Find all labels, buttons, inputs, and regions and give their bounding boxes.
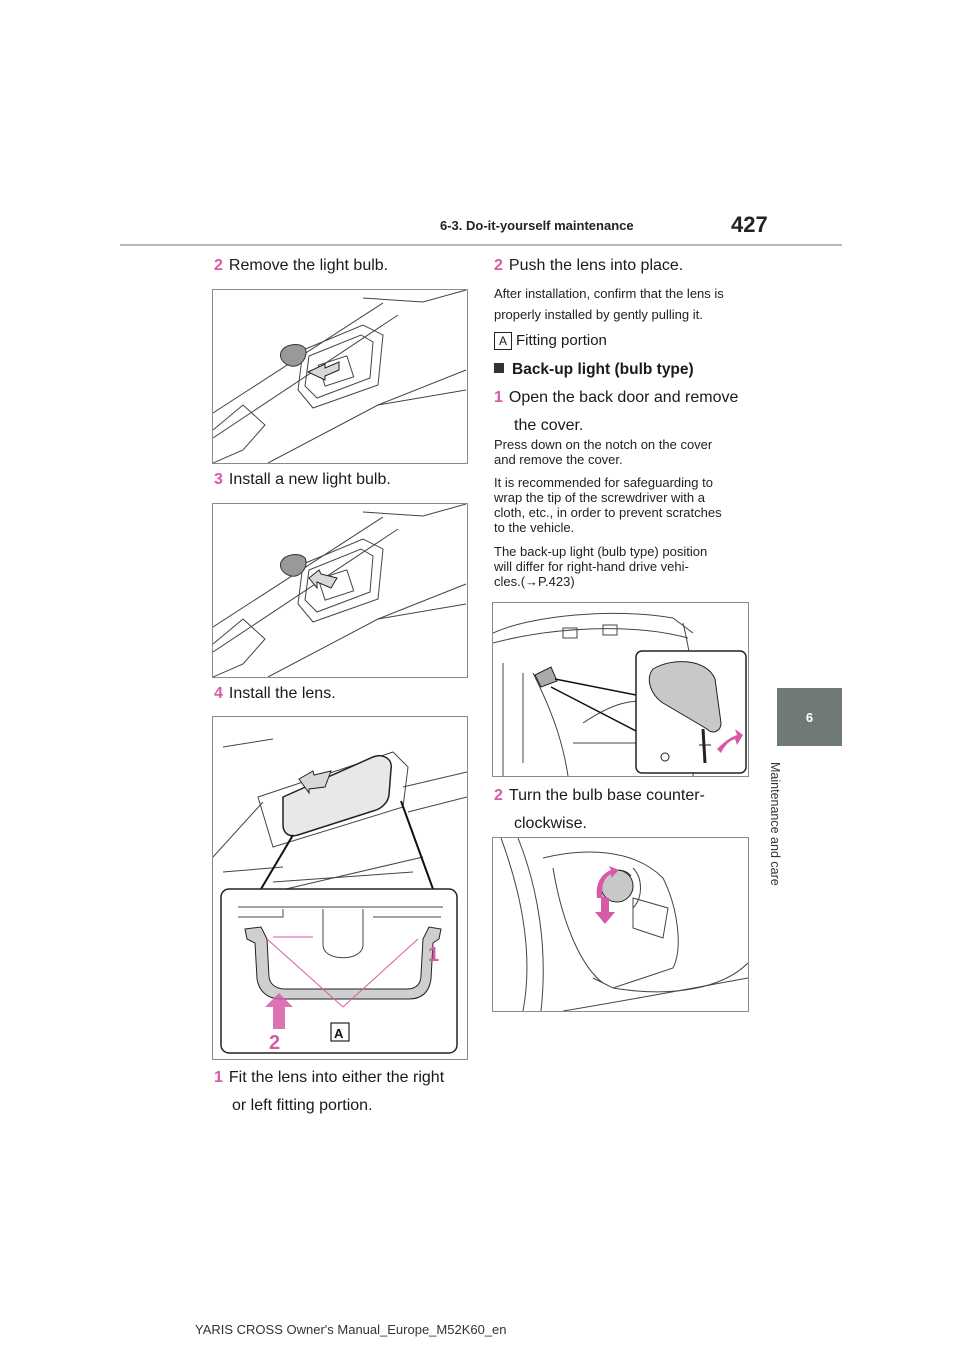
step-number: 1 bbox=[494, 389, 503, 406]
step-text-line2: or left fitting portion. bbox=[232, 1097, 373, 1114]
page-number: 427 bbox=[731, 212, 768, 237]
step-number: 4 bbox=[214, 685, 223, 702]
step-install-lens: 4 Install the lens. bbox=[214, 682, 336, 706]
step-text-line1: Fit the lens into either the right bbox=[228, 1069, 445, 1086]
note-line: will differ for right-hand drive vehi- bbox=[494, 559, 689, 574]
figure-install-lens: 1 2 A bbox=[212, 716, 468, 1060]
note-position-differs: The back-up light (bulb type) position w… bbox=[494, 544, 707, 589]
header-divider bbox=[120, 244, 842, 246]
step-open-back-door: 1 Open the back door and remove the cover… bbox=[494, 386, 738, 438]
note-confirm-lens: After installation, confirm that the len… bbox=[494, 286, 724, 322]
callout-a: A bbox=[334, 1026, 344, 1041]
chapter-tab[interactable]: 6 bbox=[777, 688, 842, 746]
step-number: 3 bbox=[214, 471, 223, 488]
note-screwdriver: It is recommended for safeguarding to wr… bbox=[494, 475, 722, 535]
step-number: 1 bbox=[214, 1069, 223, 1086]
step-text-line2: the cover. bbox=[514, 417, 584, 434]
step-text-line1: Turn the bulb base counter- bbox=[508, 787, 705, 804]
step-install-bulb: 3 Install a new light bulb. bbox=[214, 468, 391, 492]
note-press-notch: Press down on the notch on the cover and… bbox=[494, 437, 712, 467]
step-text-line1: Open the back door and remove bbox=[508, 389, 739, 406]
section-heading: Back-up light (bulb type) bbox=[494, 361, 694, 379]
note-line: Press down on the notch on the cover bbox=[494, 437, 713, 452]
step-number: 2 bbox=[494, 257, 503, 274]
step-fit-lens: 1 Fit the lens into either the right or l… bbox=[214, 1066, 444, 1118]
legend-text: Fitting portion bbox=[516, 332, 607, 349]
section-title: 6-3. Do-it-yourself maintenance bbox=[440, 218, 634, 233]
chapter-title: Maintenance and care bbox=[768, 762, 808, 922]
note-line: cloth, etc., in order to prevent scratch… bbox=[494, 505, 722, 520]
footer-document-id: YARIS CROSS Owner's Manual_Europe_M52K60… bbox=[195, 1322, 507, 1337]
step-remove-bulb: 2 Remove the light bulb. bbox=[214, 254, 388, 278]
legend-badge: A bbox=[494, 332, 512, 350]
note-line: to the vehicle. bbox=[494, 520, 575, 535]
chapter-number: 6 bbox=[805, 709, 814, 725]
chapter-title-text: Maintenance and care bbox=[768, 762, 782, 886]
figure-back-door bbox=[492, 602, 749, 777]
step-text: Remove the light bulb. bbox=[228, 257, 389, 274]
callout-1: 1 bbox=[428, 944, 439, 966]
note-line-link[interactable]: cles.(→P.423) bbox=[494, 574, 575, 589]
step-number: 2 bbox=[494, 787, 503, 804]
note-line: It is recommended for safeguarding to bbox=[494, 475, 713, 490]
figure-turn-bulb bbox=[492, 837, 749, 1012]
step-text: Install a new light bulb. bbox=[228, 471, 391, 488]
step-text-line2: clockwise. bbox=[514, 815, 587, 832]
heading-text: Back-up light (bulb type) bbox=[512, 361, 694, 378]
note-line: The back-up light (bulb type) position bbox=[494, 544, 708, 559]
heading-bullet-icon bbox=[494, 363, 504, 373]
callout-2: 2 bbox=[269, 1032, 280, 1054]
step-turn-bulb-base: 2 Turn the bulb base counter- clockwise. bbox=[494, 784, 705, 836]
figure-install-bulb bbox=[212, 503, 468, 678]
note-line: and remove the cover. bbox=[494, 452, 623, 467]
note-line: wrap the tip of the screwdriver with a bbox=[494, 490, 705, 505]
note-line: After installation, confirm that the len… bbox=[494, 286, 724, 301]
note-line: properly installed by gently pulling it. bbox=[494, 307, 703, 322]
step-number: 2 bbox=[214, 257, 223, 274]
step-text: Push the lens into place. bbox=[508, 257, 684, 274]
figure-remove-bulb bbox=[212, 289, 468, 464]
step-push-lens: 2 Push the lens into place. bbox=[494, 254, 683, 278]
step-text: Install the lens. bbox=[228, 685, 336, 702]
